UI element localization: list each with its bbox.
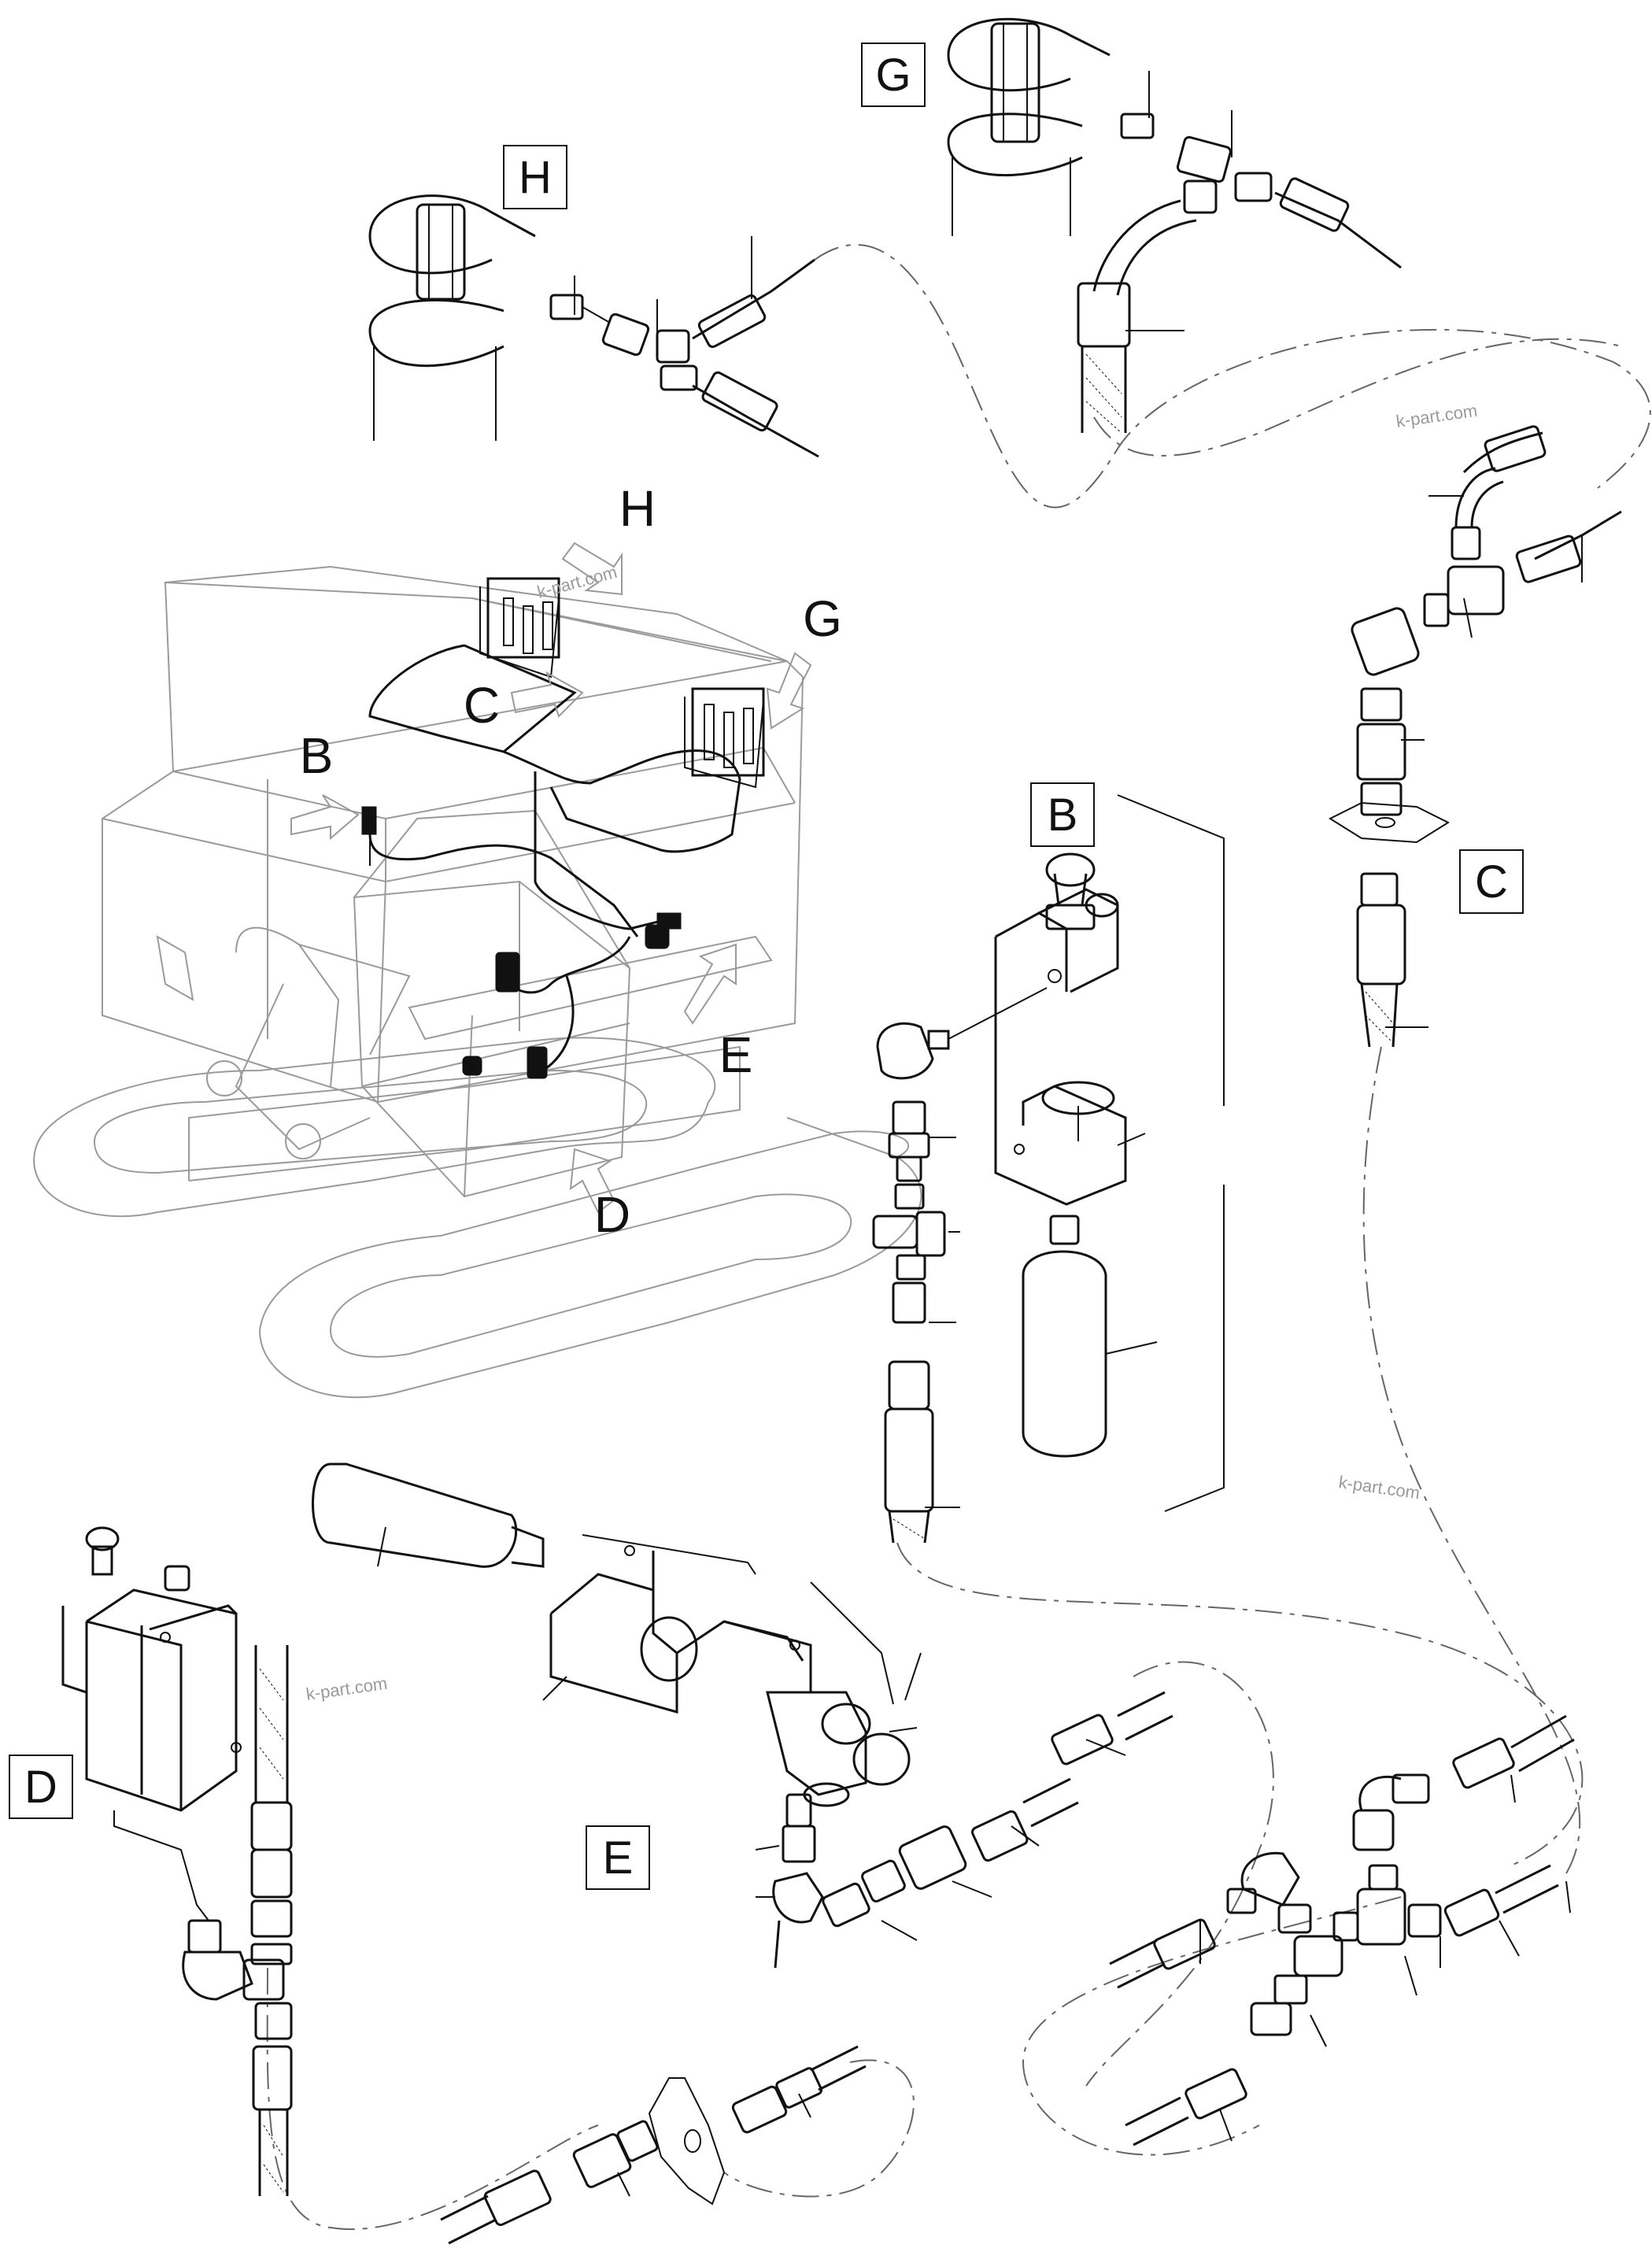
arrow-h-icon xyxy=(561,542,623,596)
label-g-machine: G xyxy=(803,590,842,647)
arrow-c-icon xyxy=(510,671,584,718)
arrow-d-icon xyxy=(569,1148,615,1214)
label-g-top: G xyxy=(875,50,911,101)
label-b-detail: B xyxy=(1048,789,1078,841)
label-box-e xyxy=(586,1825,650,1890)
label-box-d xyxy=(9,1755,73,1819)
hose-routing-dashes xyxy=(266,243,1651,2230)
label-h-top: H xyxy=(519,152,552,203)
label-group: G H B C D E H G C B E D k-part.com k-par… xyxy=(9,43,1524,1890)
label-c-detail: C xyxy=(1475,856,1508,908)
label-c-machine: C xyxy=(464,677,500,734)
extinguisher-b-detail xyxy=(872,794,1225,1544)
watermark: k-part.com xyxy=(1395,401,1478,431)
label-b-machine: B xyxy=(300,727,334,784)
label-d-detail: D xyxy=(24,1762,57,1813)
arrow-g-icon xyxy=(766,652,812,730)
label-d-machine: D xyxy=(594,1186,630,1243)
label-box-c xyxy=(1459,849,1524,914)
label-box-b xyxy=(1030,782,1095,847)
cylinder-g-detail xyxy=(947,17,1402,434)
label-h-machine: H xyxy=(619,480,656,537)
cylinder-h-detail xyxy=(368,194,819,458)
label-e-detail: E xyxy=(603,1832,634,1884)
label-e-machine: E xyxy=(719,1026,753,1083)
fitting-c-detail xyxy=(1328,425,1622,1048)
switch-d-detail xyxy=(61,1526,293,2196)
extinguisher-e-detail xyxy=(312,1462,1173,1969)
arrow-e-icon xyxy=(683,943,737,1025)
watermark: k-part.com xyxy=(1337,1472,1421,1503)
label-box-g xyxy=(861,43,926,107)
watermark: k-part.com xyxy=(305,1673,388,1704)
lower-hose-assembly xyxy=(440,1714,1575,2245)
excavator-machine xyxy=(33,542,922,1399)
label-box-h xyxy=(503,145,567,209)
arrow-b-icon xyxy=(290,794,360,841)
